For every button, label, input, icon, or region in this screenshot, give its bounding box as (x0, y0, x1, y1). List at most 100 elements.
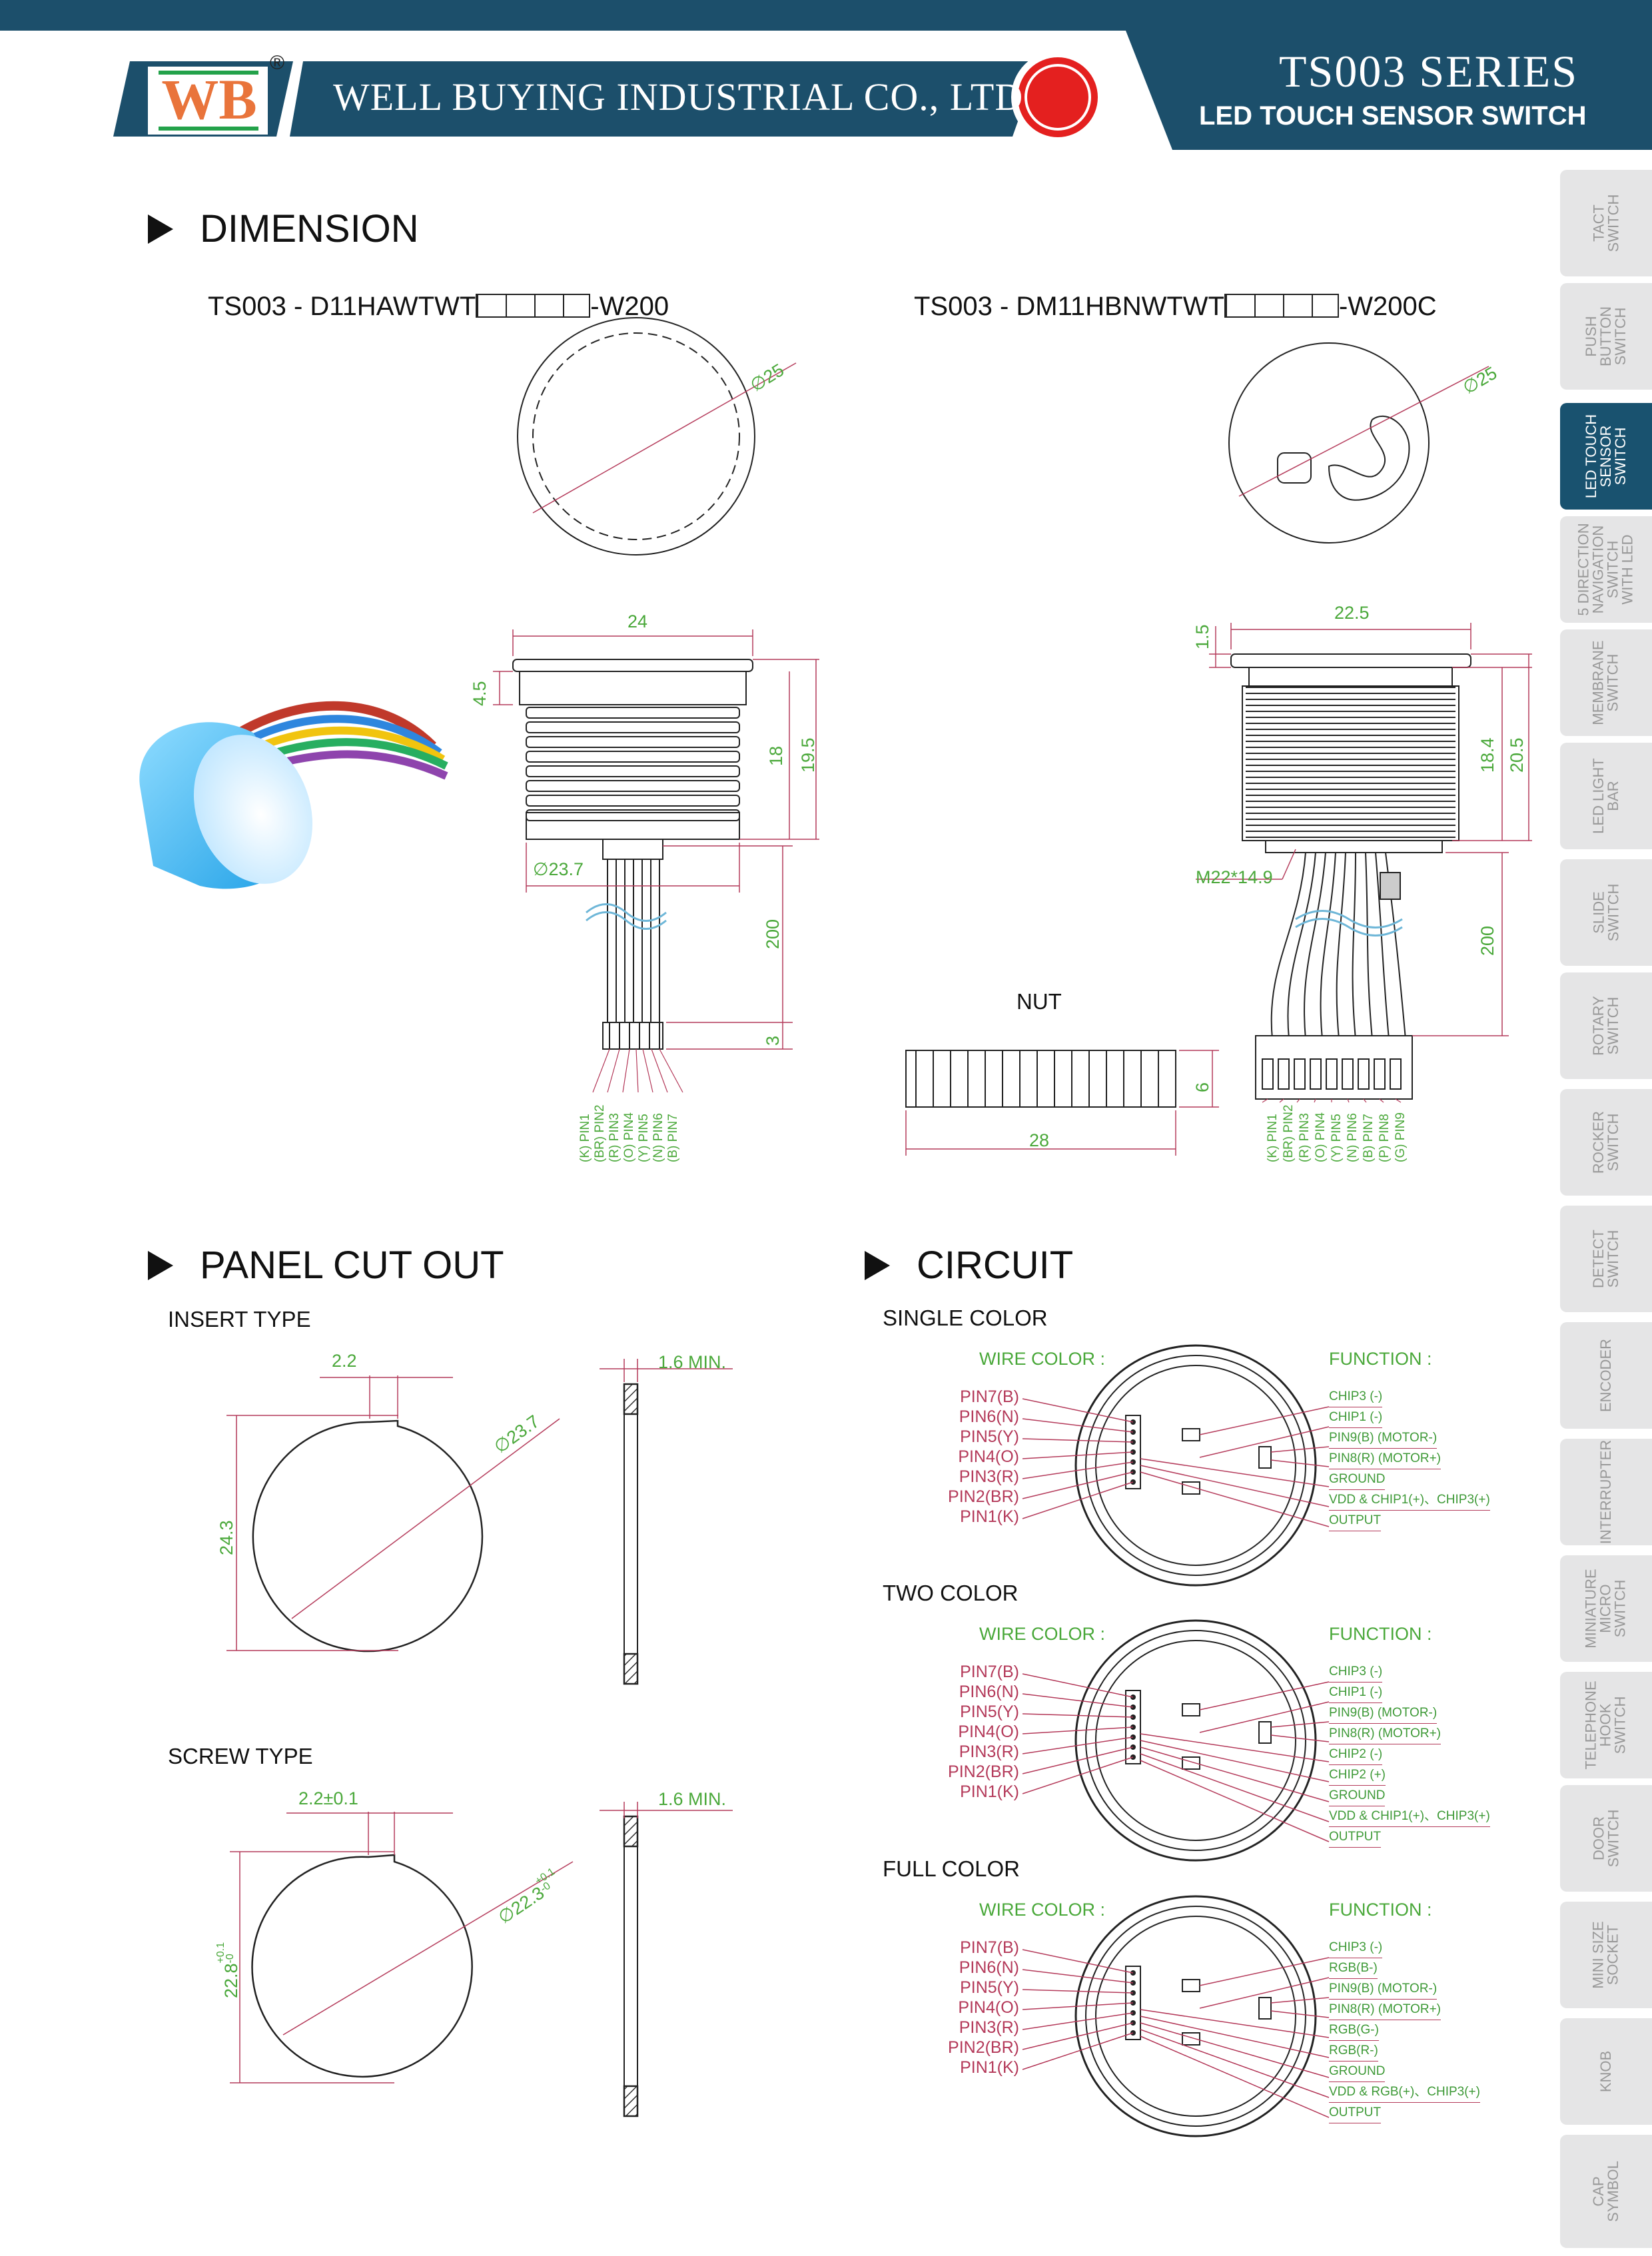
function-label: CHIP3 (-) (1329, 1662, 1383, 1683)
sidebar-tab[interactable]: CAP SYMBOL (1560, 2135, 1652, 2248)
pin-label: (G) PIN9 (1394, 1112, 1408, 1162)
pin-label: (R) PIN3 (1298, 1113, 1312, 1162)
dim-right-width: 22.5 (1334, 603, 1370, 623)
dim-insert-flat: 2.2 (332, 1351, 357, 1371)
wire-label: PIN5(Y) (960, 1702, 1019, 1721)
function-label: PIN9(B) (MOTOR-) (1329, 1703, 1438, 1724)
left-part-number: TS003 - D11HAWTWT -W200 (208, 292, 669, 322)
dim-left-lead: 200 (763, 919, 783, 949)
section-arrow-icon (148, 1250, 173, 1280)
sidebar-tab-label: DETECT SWITCH (1590, 1230, 1621, 1288)
right-side-view (1196, 623, 1532, 1103)
sidebar-tab-label: CAP SYMBOL (1589, 2161, 1621, 2222)
pin-label: (Y) PIN5 (637, 1114, 651, 1162)
sidebar-tab[interactable]: DETECT SWITCH (1560, 1206, 1652, 1312)
function-list: CHIP3 (-)CHIP1 (-)PIN9(B) (MOTOR-)PIN8(R… (1329, 1662, 1490, 1848)
sidebar-tab[interactable]: TACT SWITCH (1560, 170, 1652, 276)
section-title: DIMENSION (200, 207, 419, 250)
sidebar-tab[interactable]: ROCKER SWITCH (1560, 1089, 1652, 1196)
dim-insert-height: 24.3 (216, 1520, 236, 1555)
company-logo: WB (161, 67, 257, 131)
sidebar-tab[interactable]: INTERRUPTER (1560, 1439, 1652, 1545)
function-label: CHIP1 (-) (1329, 1683, 1383, 1703)
function-label: VDD & CHIP1(+)、CHIP3(+) (1329, 1490, 1490, 1511)
wire-label: PIN4(O) (958, 1447, 1019, 1466)
sidebar-tab[interactable]: ENCODER (1560, 1322, 1652, 1429)
function-label: CHIP3 (-) (1329, 1938, 1383, 1958)
wire-label: PIN4(O) (958, 1998, 1019, 2017)
dim-right-h2: 18.4 (1477, 737, 1497, 773)
sidebar-tab[interactable]: DOOR SWITCH (1560, 1785, 1652, 1892)
wire-label: PIN2(BR) (948, 2038, 1019, 2057)
dim-left-dia-body: ∅23.7 (533, 859, 584, 879)
pin-label: (R) PIN3 (608, 1113, 621, 1162)
dim-screw-thickness: 1.6 MIN. (658, 1789, 727, 1809)
header-banner (0, 0, 1652, 150)
insert-cutout (226, 1359, 733, 1685)
part-suffix: -W200 (590, 292, 669, 321)
wire-label: PIN1(K) (960, 2058, 1019, 2077)
screw-type-label: SCREW TYPE (168, 1744, 313, 1768)
wire-color-header: WIRE COLOR : (979, 1900, 1106, 1920)
product-photo (113, 673, 460, 906)
dim-nut-height: 6 (1192, 1082, 1212, 1092)
function-label: VDD & CHIP1(+)、CHIP3(+) (1329, 1806, 1490, 1827)
sidebar-tab[interactable]: ROTARY SWITCH (1560, 972, 1652, 1079)
sidebar-tab[interactable]: LED TOUCH SENSOR SWITCH (1560, 403, 1652, 510)
wire-label: PIN3(R) (959, 1742, 1019, 1761)
blank-boxes (1224, 294, 1339, 318)
sidebar-tab[interactable]: SLIDE SWITCH (1560, 859, 1652, 966)
sidebar-tab-label: MINIATURE MICRO SWITCH (1583, 1569, 1629, 1649)
section-dimension: DIMENSION (148, 206, 419, 251)
function-label: PIN9(B) (MOTOR-) (1329, 1979, 1438, 2000)
sidebar-tab-label: SLIDE SWITCH (1589, 883, 1621, 942)
wire-color-header: WIRE COLOR : (979, 1349, 1106, 1369)
circuit-type-label: SINGLE COLOR (883, 1306, 1048, 1330)
sidebar-tab[interactable]: PUSH BUTTON SWITCH (1560, 283, 1652, 390)
function-header: FUNCTION : (1329, 1624, 1432, 1644)
part-prefix: TS003 - D11HAWTWT (208, 292, 476, 321)
sidebar-tab[interactable]: TELEPHONE HOOK SWITCH (1560, 1672, 1652, 1778)
screw-cutout (230, 1802, 733, 2117)
function-label: GROUND (1329, 2062, 1386, 2082)
sidebar-tab[interactable]: MINI SIZE SOCKET (1560, 1902, 1652, 2008)
left-side-view (493, 629, 819, 1093)
sidebar-tab-label: INTERRUPTER (1597, 1439, 1615, 1545)
function-label: OUTPUT (1329, 1827, 1382, 1848)
pin-label: (BR) PIN2 (593, 1104, 607, 1162)
dim-insert-thickness: 1.6 MIN. (658, 1352, 727, 1372)
sidebar-tab-label: DOOR SWITCH (1589, 1809, 1621, 1868)
section-panel-cut-out: PANEL CUT OUT (148, 1243, 504, 1288)
sidebar-tab-label: ENCODER (1597, 1338, 1614, 1413)
sidebar-tab-label: ROTARY SWITCH (1590, 996, 1621, 1056)
sidebar-tab[interactable]: MEMBRANE SWITCH (1560, 629, 1652, 736)
pin-label: (K) PIN1 (1266, 1114, 1280, 1162)
wire-label: PIN4(O) (958, 1722, 1019, 1741)
function-label: RGB(B-) (1329, 1958, 1378, 1979)
function-label: OUTPUT (1329, 1511, 1382, 1531)
wire-label: PIN6(N) (959, 1958, 1019, 1977)
sidebar-tab[interactable]: MINIATURE MICRO SWITCH (1560, 1555, 1652, 1662)
registered-mark: ® (270, 52, 285, 74)
sidebar-tab-label: TELEPHONE HOOK SWITCH (1582, 1681, 1629, 1770)
function-label: CHIP2 (-) (1329, 1744, 1383, 1765)
dim-screw-height: 22.8+0.1-0 (215, 1942, 242, 1998)
function-label: RGB(R-) (1329, 2041, 1378, 2062)
sidebar-tab[interactable]: LED LIGHT BAR (1560, 743, 1652, 849)
sidebar-tab[interactable]: KNOB (1560, 2018, 1652, 2125)
sidebar-tab[interactable]: 5 DIRECTION NAVIGATION SWITCH WITH LED (1560, 516, 1652, 623)
pin-label: (N) PIN6 (651, 1113, 665, 1162)
sidebar-tab-label: KNOB (1597, 2050, 1614, 2093)
function-label: CHIP2 (+) (1329, 1765, 1386, 1786)
function-label: VDD & RGB(+)、CHIP3(+) (1329, 2082, 1480, 2103)
right-top-view (1228, 342, 1489, 544)
sidebar-tab-label: 5 DIRECTION NAVIGATION SWITCH WITH LED (1575, 523, 1637, 616)
function-label: RGB(G-) (1329, 2020, 1379, 2041)
sidebar-tab-label: PUSH BUTTON SWITCH (1582, 306, 1629, 367)
left-top-view (517, 317, 797, 556)
function-label: PIN8(R) (MOTOR+) (1329, 2000, 1442, 2020)
pin-label: (P) PIN8 (1378, 1114, 1392, 1162)
section-title: CIRCUIT (917, 1244, 1074, 1287)
section-title: PANEL CUT OUT (200, 1244, 504, 1287)
function-label: GROUND (1329, 1786, 1386, 1806)
